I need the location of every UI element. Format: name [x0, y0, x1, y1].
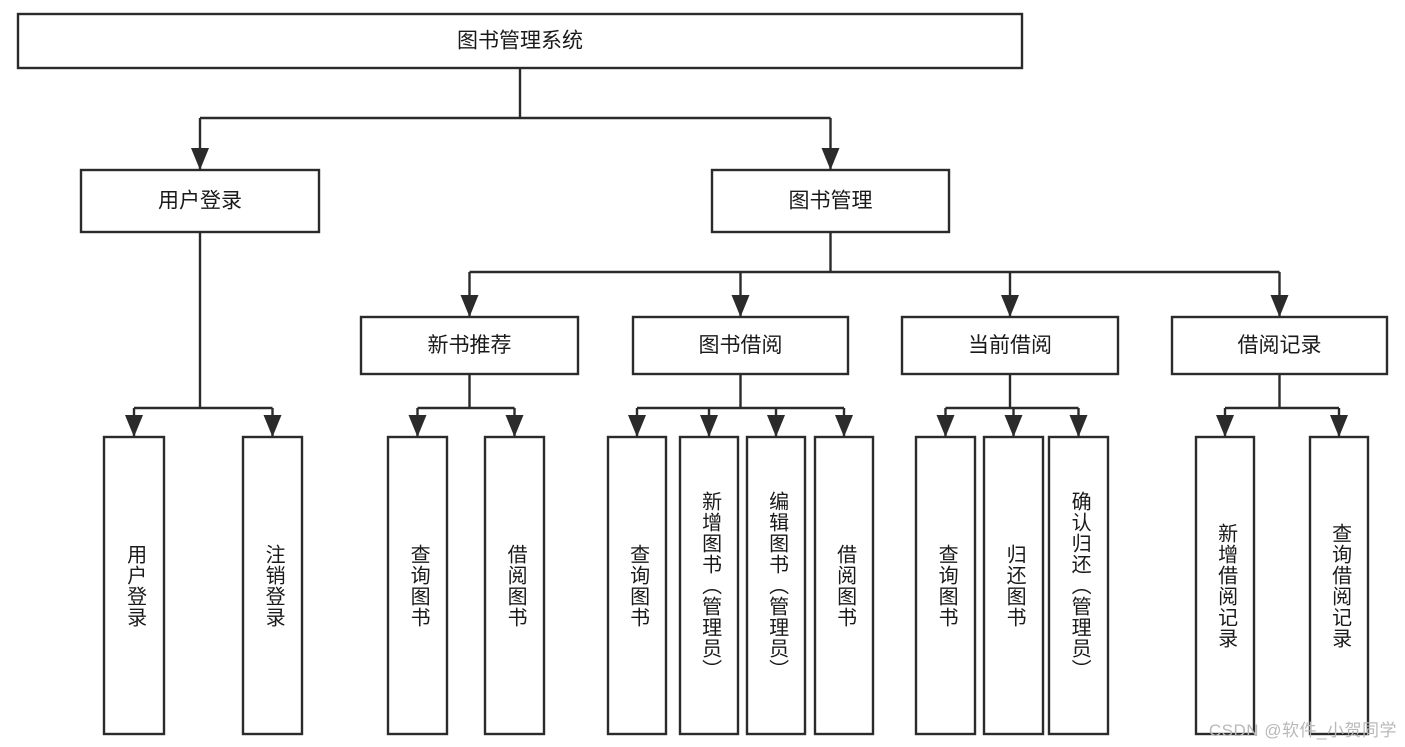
arrowhead-leaf-confirm-return [1069, 415, 1088, 437]
node-box-leaf-borrow-book-1[interactable] [483, 435, 546, 736]
arrowhead-leaf-logout [263, 415, 282, 437]
node-label-root: 图书管理系统 [457, 30, 583, 53]
arrowhead-leaf-query-book-1 [408, 415, 427, 437]
arrowhead-book-borrow [731, 295, 750, 317]
node-box-leaf-query-book-3[interactable] [914, 435, 977, 736]
arrowhead-leaf-return-book [1004, 415, 1023, 437]
node-box-root[interactable] [16, 12, 1024, 70]
node-label-user-login: 用户登录 [158, 190, 242, 213]
arrowhead-leaf-add-book [700, 415, 718, 437]
node-box-leaf-add-book[interactable] [678, 435, 740, 736]
node-box-leaf-query-book-2[interactable] [606, 435, 668, 736]
node-box-leaf-query-record[interactable] [1308, 435, 1370, 736]
node-box-new-book-rec[interactable] [359, 315, 580, 376]
node-box-leaf-confirm-return[interactable] [1047, 435, 1110, 736]
arrowhead-leaf-edit-book [767, 415, 785, 437]
arrowhead-leaf-query-book-2 [628, 415, 646, 437]
arrowhead-book-manage [821, 148, 840, 170]
node-box-current-borrow[interactable] [900, 315, 1120, 376]
arrowhead-leaf-user-login [125, 415, 143, 437]
arrowhead-user-login [191, 148, 209, 170]
node-label-book-borrow: 图书借阅 [699, 334, 783, 357]
arrowhead-leaf-borrow-book-2 [835, 415, 853, 437]
arrowhead-leaf-query-book-3 [936, 415, 955, 437]
node-label-new-book-rec: 新书推荐 [428, 334, 512, 357]
node-box-book-borrow[interactable] [631, 315, 850, 376]
node-box-user-login[interactable] [79, 168, 321, 234]
node-box-leaf-borrow-book-2[interactable] [813, 435, 875, 736]
arrowhead-borrow-record [1270, 295, 1289, 317]
node-label-book-manage: 图书管理 [789, 190, 873, 213]
node-box-leaf-add-record[interactable] [1194, 435, 1256, 736]
arrowhead-new-book-rec [460, 295, 479, 317]
node-box-leaf-return-book[interactable] [982, 435, 1045, 736]
node-box-leaf-logout[interactable] [241, 435, 304, 736]
arrowhead-leaf-borrow-book-1 [505, 415, 524, 437]
node-label-current-borrow: 当前借阅 [968, 334, 1052, 357]
arrowhead-leaf-query-record [1330, 415, 1348, 437]
arrowhead-current-borrow [1001, 295, 1019, 317]
node-box-leaf-user-login[interactable] [102, 435, 166, 736]
node-box-borrow-record[interactable] [1170, 315, 1389, 376]
node-box-leaf-query-book-1[interactable] [386, 435, 449, 736]
node-box-leaf-edit-book[interactable] [745, 435, 807, 736]
node-box-book-manage[interactable] [710, 168, 951, 234]
node-label-borrow-record: 借阅记录 [1238, 334, 1322, 357]
arrowhead-leaf-add-record [1216, 415, 1234, 437]
csdn-watermark: CSDN @软件_小贺同学 [1208, 721, 1397, 740]
connectors-group [125, 68, 1348, 437]
